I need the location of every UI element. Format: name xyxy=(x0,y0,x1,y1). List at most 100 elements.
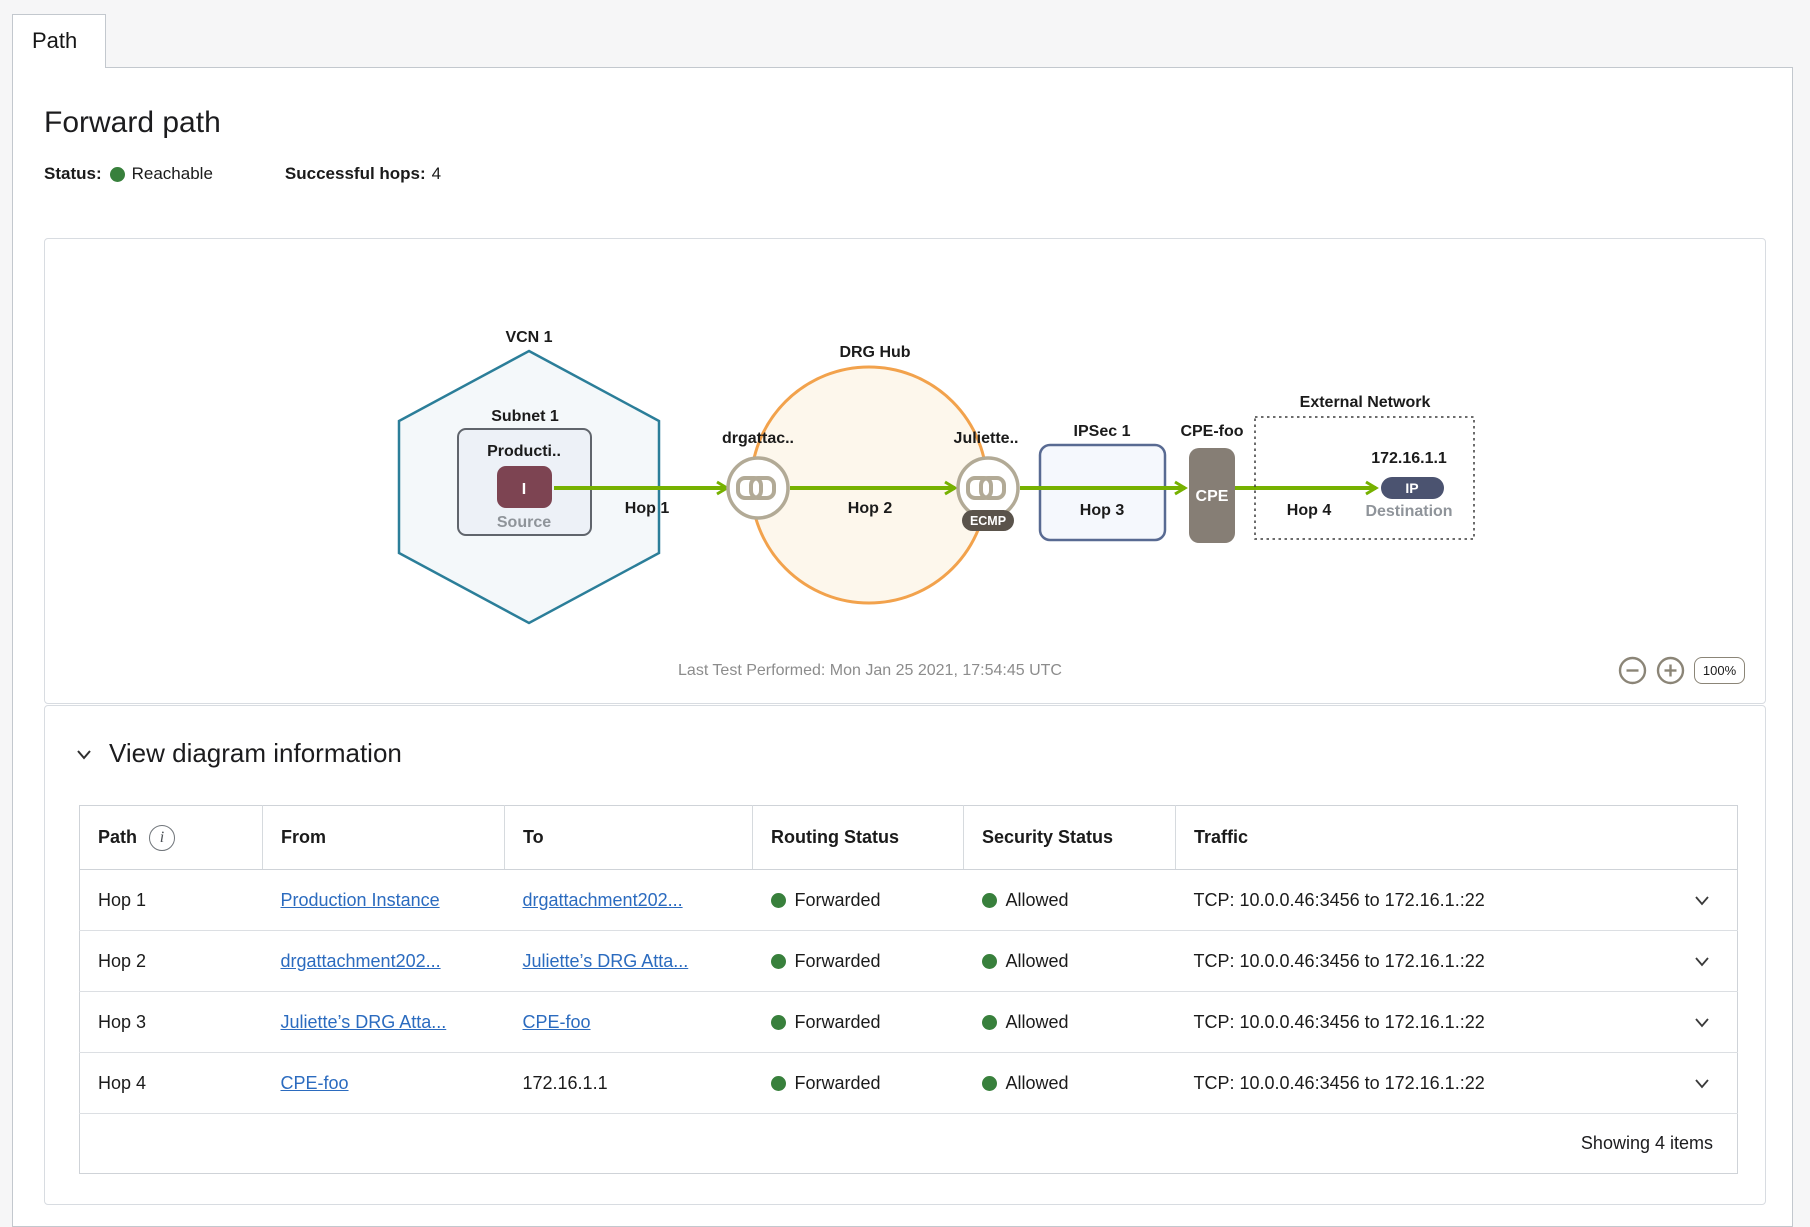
hop1-label: Hop 1 xyxy=(625,500,670,517)
column-header-security-status: Security Status xyxy=(963,805,1176,870)
to-link[interactable]: Juliette’s DRG Atta... xyxy=(522,950,689,971)
successful-hops: Successful hops: 4 xyxy=(285,164,441,184)
routing-status: Forwarded xyxy=(770,1073,946,1094)
chevron-down-icon xyxy=(77,749,91,760)
minus-icon xyxy=(1618,656,1647,685)
to-link[interactable]: drgattachment202... xyxy=(522,889,683,910)
drg-hub-label: DRG Hub xyxy=(839,344,910,361)
table-footer-row: Showing 4 items xyxy=(79,1113,1738,1174)
diagram-information-card: View diagram information Path i From To xyxy=(44,705,1766,1205)
hop3-label: Hop 3 xyxy=(1080,502,1125,519)
allowed-dot-icon xyxy=(981,1075,997,1091)
plus-icon xyxy=(1656,656,1685,685)
to-link[interactable]: CPE-foo xyxy=(522,1011,591,1032)
from-link[interactable]: CPE-foo xyxy=(280,1072,349,1093)
view-diagram-information-toggle[interactable]: View diagram information xyxy=(73,738,402,769)
table-row-hop1: Hop 1 Production Instance drgattachment2… xyxy=(79,869,1738,931)
from-link[interactable]: Juliette’s DRG Atta... xyxy=(280,1011,447,1032)
hops-table: Path i From To Routing Status Security S… xyxy=(79,805,1738,1174)
table-row-hop4: Hop 4 CPE-foo 172.16.1.1 Forwarded Allow… xyxy=(79,1052,1738,1114)
last-test-performed: Last Test Performed: Mon Jan 25 2021, 17… xyxy=(678,662,1062,679)
zoom-level-value: 100% xyxy=(1702,663,1737,678)
security-status: Allowed xyxy=(981,890,1158,911)
table-row-hop2: Hop 2 drgattachment202... Juliette’s DRG… xyxy=(79,930,1738,992)
external-network-node[interactable]: External Network 172.16.1.1 IP Destinati… xyxy=(1254,394,1475,540)
forwarded-dot-icon xyxy=(770,892,786,908)
column-header-from: From xyxy=(262,805,505,870)
successful-hops-label: Successful hops: xyxy=(284,164,426,183)
topology-diagram: VCN 1 Subnet 1 Producti.. I Source Hop 1… xyxy=(397,329,1475,679)
status-reachable-dot-icon xyxy=(109,166,125,182)
cpe-box-icon xyxy=(1189,448,1235,543)
row-expand-chevron-icon[interactable] xyxy=(1691,1011,1713,1033)
traffic-value: TCP: 10.0.0.46:3456 to 172.16.1.:22 xyxy=(1193,1011,1485,1032)
showing-items-count: Showing 4 items xyxy=(79,1113,1738,1174)
allowed-dot-icon xyxy=(981,892,997,908)
drg-attachment2-node[interactable]: Juliette.. ECMP xyxy=(954,430,1020,531)
status-value: Reachable xyxy=(131,164,213,183)
hop-cell: Hop 4 xyxy=(79,1052,263,1114)
hop4-label: Hop 4 xyxy=(1287,502,1332,519)
to-value: 172.16.1.1 xyxy=(522,1072,608,1093)
zoom-controls: 100% xyxy=(1618,656,1745,685)
row-expand-chevron-icon[interactable] xyxy=(1691,950,1713,972)
allowed-dot-icon xyxy=(981,953,997,969)
traffic-value: TCP: 10.0.0.46:3456 to 172.16.1.:22 xyxy=(1193,889,1485,910)
routing-status: Forwarded xyxy=(770,951,946,972)
table-row-hop3: Hop 3 Juliette’s DRG Atta... CPE-foo For… xyxy=(79,991,1738,1053)
path-tab-panel: Forward path Status: Reachable Successfu… xyxy=(12,67,1793,1227)
status-label: Status: xyxy=(44,164,102,183)
source-label: Source xyxy=(497,514,551,531)
instance-icon[interactable] xyxy=(497,466,552,508)
ecmp-badge-label: ECMP xyxy=(970,514,1006,528)
ipsec-box-icon xyxy=(1038,443,1167,542)
cpe-node[interactable]: CPE-foo CPE xyxy=(1180,423,1244,543)
column-header-to: To xyxy=(504,805,753,870)
security-status: Allowed xyxy=(981,1073,1158,1094)
ecmp-badge xyxy=(962,510,1014,531)
hop2-label: Hop 2 xyxy=(848,500,893,517)
destination-label: Destination xyxy=(1365,503,1452,520)
routing-status: Forwarded xyxy=(770,1012,946,1033)
zoom-level[interactable]: 100% xyxy=(1694,657,1745,684)
info-section-title: View diagram information xyxy=(109,738,402,768)
info-icon[interactable]: i xyxy=(149,824,176,851)
subnet-label: Subnet 1 xyxy=(491,408,559,425)
from-link[interactable]: Production Instance xyxy=(280,889,440,910)
ipsec-node[interactable]: IPSec 1 Hop 3 xyxy=(1038,423,1167,542)
zoom-out-button[interactable] xyxy=(1618,656,1647,685)
successful-hops-value: 4 xyxy=(431,164,442,183)
drg-attachment1-node[interactable]: drgattac.. xyxy=(722,430,794,520)
status-row: Status: Reachable Successful hops: 4 xyxy=(44,164,441,184)
vcn-label: VCN 1 xyxy=(505,329,552,346)
drg-attachment1-label: drgattac.. xyxy=(722,430,794,447)
column-header-traffic: Traffic xyxy=(1175,805,1738,870)
cpe-box-label: CPE xyxy=(1196,488,1229,505)
hop-cell: Hop 3 xyxy=(79,991,263,1053)
link-icon xyxy=(736,476,776,500)
forwarded-dot-icon xyxy=(770,953,786,969)
routing-status: Forwarded xyxy=(770,890,946,911)
security-status: Allowed xyxy=(981,951,1158,972)
ip-badge-label: IP xyxy=(1405,480,1418,496)
tab-path-label: Path xyxy=(32,28,78,53)
instance-label: Producti.. xyxy=(487,443,561,460)
page-title: Forward path xyxy=(44,106,221,139)
ipsec-label: IPSec 1 xyxy=(1074,423,1131,440)
traffic-value: TCP: 10.0.0.46:3456 to 172.16.1.:22 xyxy=(1193,1072,1485,1093)
row-expand-chevron-icon[interactable] xyxy=(1691,1072,1713,1094)
external-network-box-icon xyxy=(1254,416,1475,540)
allowed-dot-icon xyxy=(981,1014,997,1030)
row-expand-chevron-icon[interactable] xyxy=(1691,889,1713,911)
column-header-path: Path i xyxy=(79,805,263,870)
external-network-label: External Network xyxy=(1300,394,1431,411)
topology-diagram-card: VCN 1 Subnet 1 Producti.. I Source Hop 1… xyxy=(44,238,1766,704)
tab-path[interactable]: Path xyxy=(12,14,106,68)
vcn-node[interactable]: VCN 1 Subnet 1 Producti.. I Source xyxy=(397,329,661,625)
security-status: Allowed xyxy=(981,1012,1158,1033)
hop-cell: Hop 2 xyxy=(79,930,263,992)
drg-hub-node[interactable]: DRG Hub xyxy=(749,344,989,605)
zoom-in-button[interactable] xyxy=(1656,656,1685,685)
from-link[interactable]: drgattachment202... xyxy=(280,950,441,971)
instance-icon-letter: I xyxy=(522,481,526,498)
